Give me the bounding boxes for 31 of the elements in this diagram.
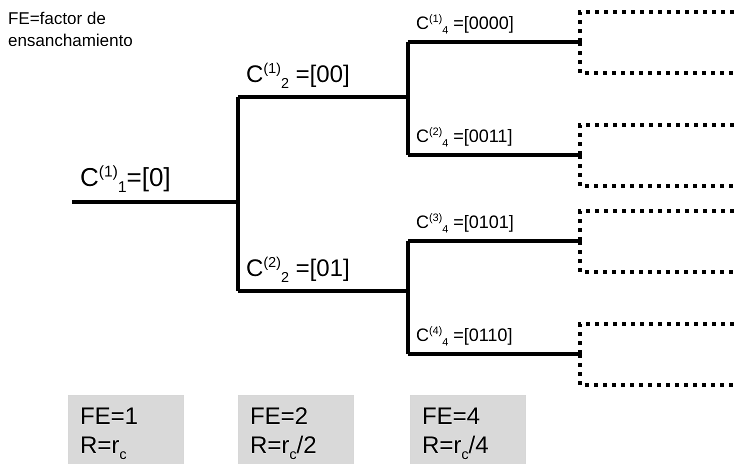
rate-text: FE=4: [422, 403, 482, 432]
note-text: FE=factor de ensanchamiento: [8, 8, 134, 52]
code-label: C$^{(3)}$$_{4}$ =[0101]: [416, 212, 514, 235]
dotted-branch-line: [578, 10, 735, 42]
code-label: C$^{(1)}$$_{2}$ =[00]: [246, 62, 350, 91]
tree-branch-line: [236, 202, 240, 293]
info-panel: [238, 395, 354, 464]
rate-text: FE=1: [80, 403, 140, 432]
tree-branch-line: [236, 95, 240, 202]
dotted-branch-line: [578, 322, 735, 354]
dotted-branch-line: [578, 209, 735, 241]
code-label: C$^{(1)}$$_{4}$ =[0000]: [416, 14, 514, 36]
dotted-branch-line: [578, 155, 735, 188]
rate-text: R=r$_{c}$: [80, 432, 128, 464]
dotted-branch-line: [578, 42, 735, 75]
tree-branch-line: [406, 97, 410, 157]
dotted-branch-line: [578, 241, 735, 274]
code-label: C$^{(2)}$$_{4}$ =[0011]: [416, 126, 512, 149]
info-panel: [68, 395, 184, 464]
tree-branch-line: [406, 40, 410, 97]
code-label: C$^{(1)}$$_{1}$=[0]: [80, 164, 171, 196]
tree-branch-line: [406, 239, 410, 291]
code-label: C$^{(2)}$$_{2}$ =[01]: [246, 256, 350, 285]
code-label: C$^{(4)}$$_{4}$ =[0110]: [416, 326, 512, 348]
dotted-branch-line: [578, 354, 735, 387]
dotted-branch-line: [578, 123, 735, 155]
rate-text: FE=2: [250, 403, 310, 432]
rate-text: R=r$_{c}$/4: [422, 432, 490, 464]
info-panel: [410, 395, 526, 464]
rate-text: R=r$_{c}$/2: [250, 432, 318, 464]
tree-branch-line: [406, 291, 410, 356]
